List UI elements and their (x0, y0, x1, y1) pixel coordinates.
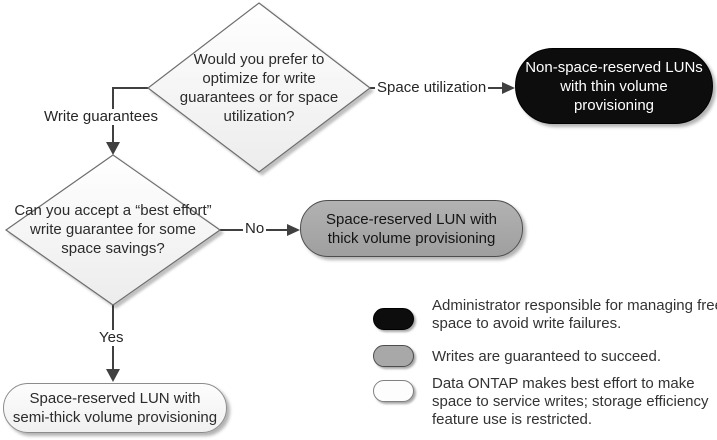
legend-text-black: Administrator responsible for managing f… (432, 297, 717, 332)
decision-diamond-best-effort (4, 154, 222, 306)
legend-text-gray: Writes are guaranteed to succeed. (432, 348, 662, 365)
arrowhead-right-icon (502, 82, 515, 94)
legend-swatch-white (373, 380, 414, 402)
edge-label-no: No (243, 220, 267, 237)
outcome-thin-volume-provisioning: Non-space-reserved LUNs with thin volume… (515, 48, 713, 124)
legend-swatch-black (373, 308, 414, 330)
legend-swatch-gray (373, 345, 414, 367)
edge-label-write-guarantees: Write guarantees (42, 108, 160, 125)
legend-text-white: Data ONTAP makes best effort to make spa… (432, 375, 709, 428)
outcome-semi-thick-volume-provisioning: Space-reserved LUN with semi-thick volum… (3, 383, 227, 433)
edge-label-yes: Yes (97, 329, 126, 346)
decision-text-best-effort: Can you accept a “best effort” write gua… (14, 201, 212, 257)
edge-label-space-utilization: Space utilization (375, 79, 489, 96)
arrowhead-down-icon (106, 369, 120, 382)
outcome-thick-volume-provisioning: Space-reserved LUN with thick volume pro… (300, 200, 523, 257)
arrowhead-down-icon (106, 142, 120, 155)
decision-text-optimize: Would you prefer to optimize for write g… (179, 51, 339, 125)
arrowhead-right-icon (287, 224, 300, 236)
decision-diamond-optimize (147, 2, 371, 173)
